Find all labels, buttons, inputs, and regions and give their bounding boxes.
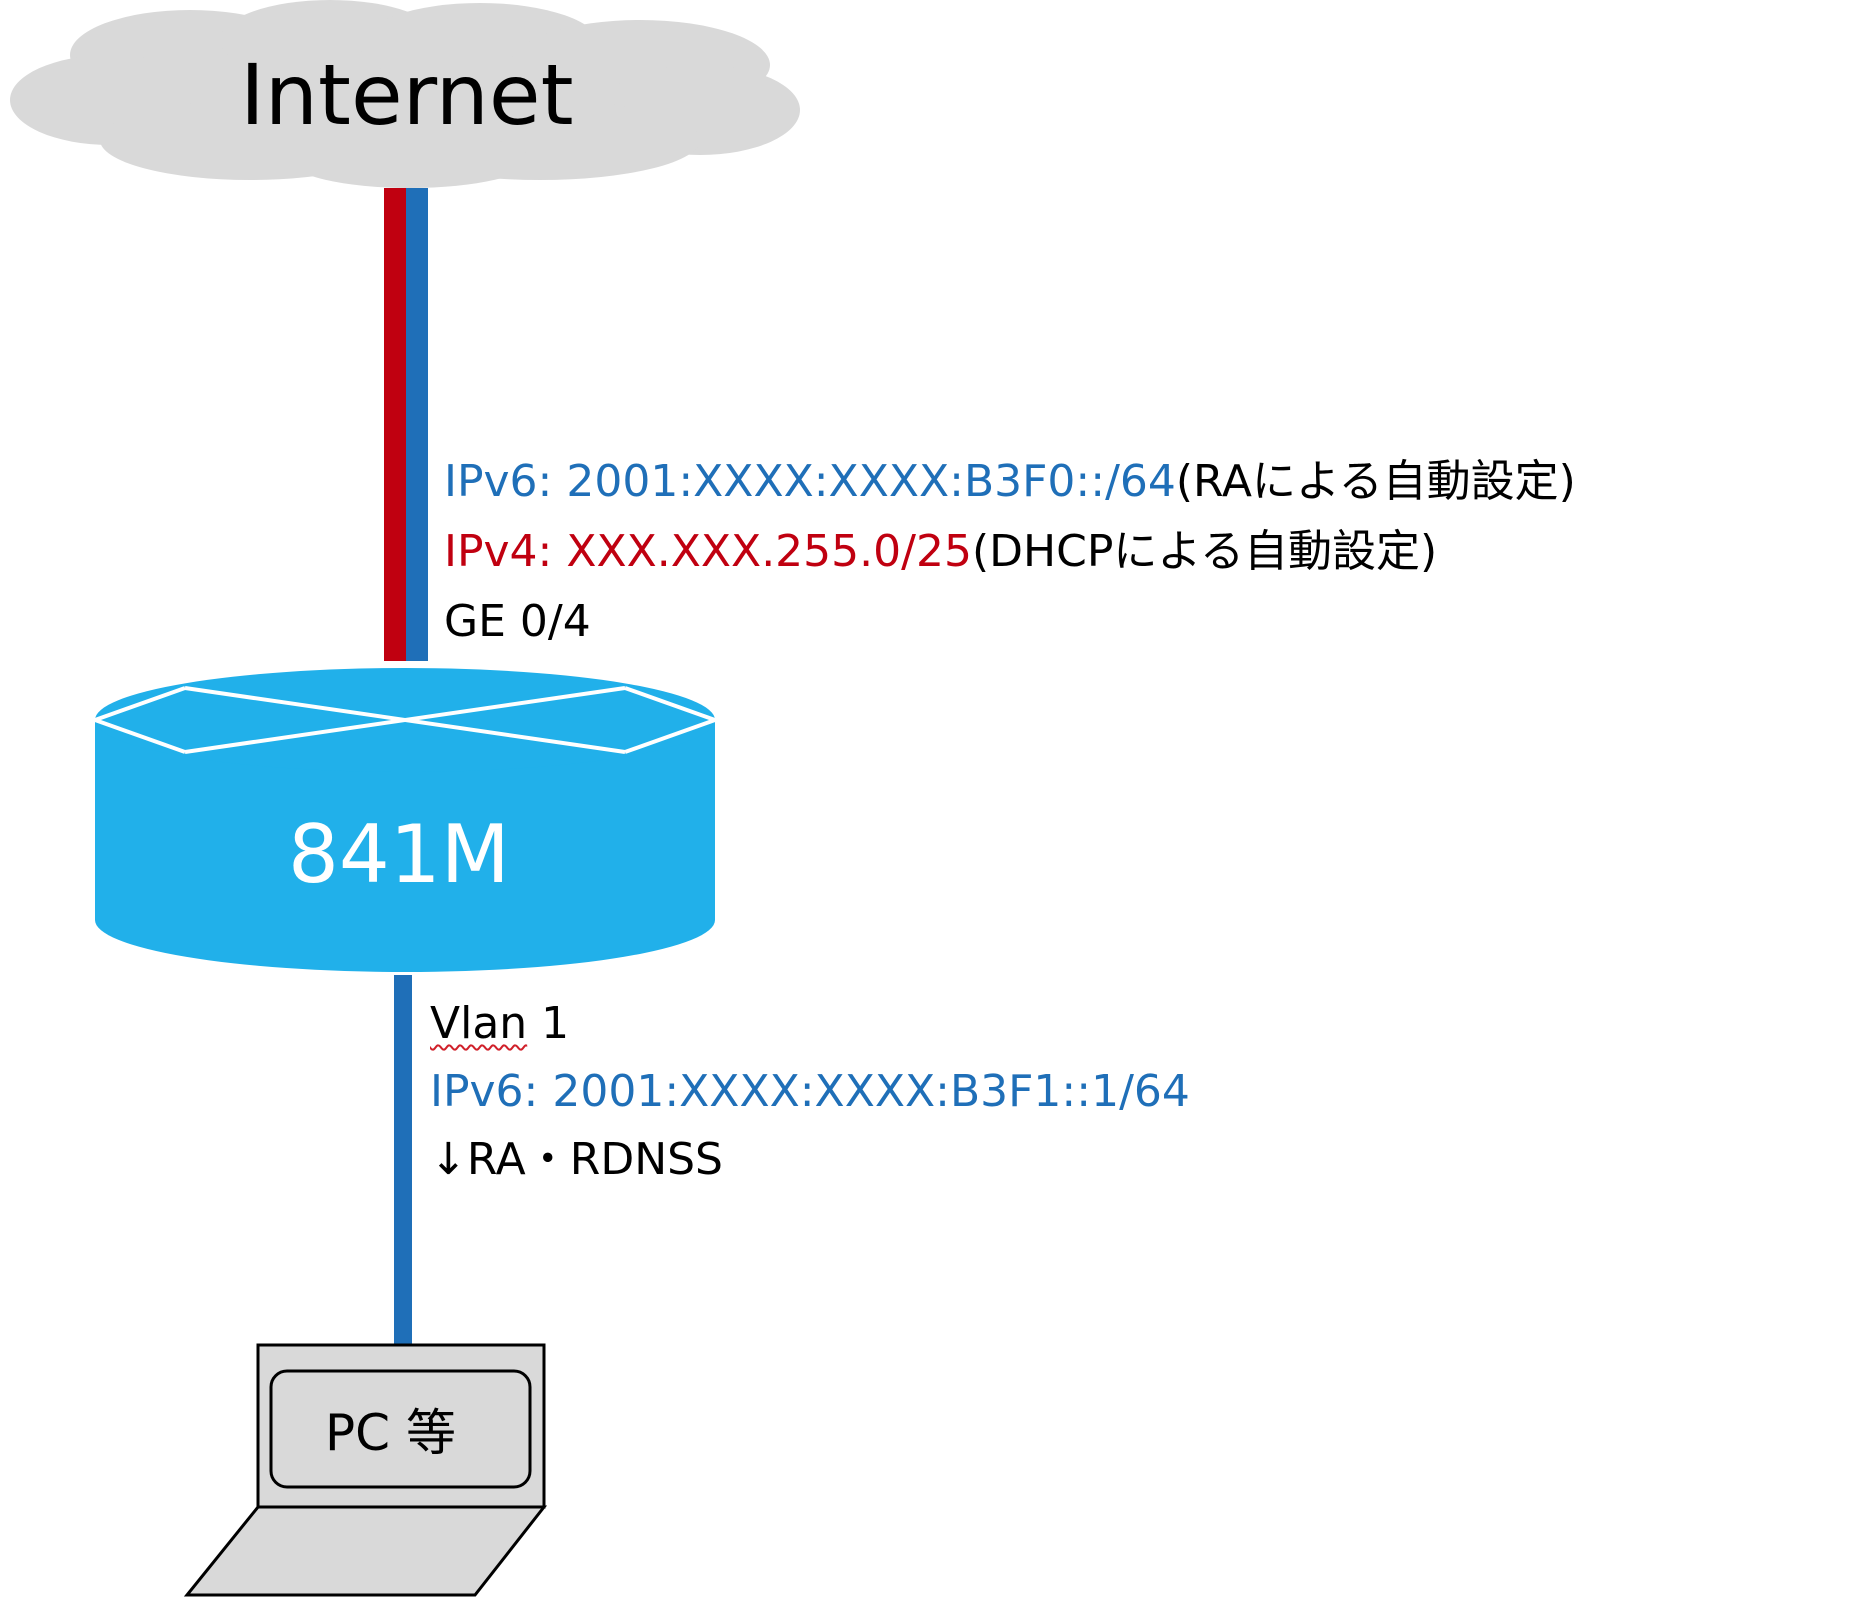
lan-interface-number: 1 bbox=[527, 998, 570, 1049]
internet-label: Internet bbox=[240, 46, 574, 144]
wan-ipv4-address: IPv4: XXX.XXX.255.0/25(DHCPによる自動設定) bbox=[444, 530, 1437, 574]
ipv6-wan-link bbox=[406, 188, 428, 661]
router-icon bbox=[94, 668, 716, 972]
wan-ipv4-note: (DHCPによる自動設定) bbox=[971, 526, 1438, 577]
internet-cloud-icon bbox=[10, 0, 800, 188]
lan-interface-label: Vlan 1 bbox=[430, 1002, 569, 1046]
pc-label: PC 等 bbox=[325, 1404, 456, 1462]
lan-services-label: ↓RA・RDNSS bbox=[430, 1134, 723, 1185]
router-label: 841M bbox=[288, 808, 510, 901]
wan-ipv6-prefix: IPv6: 2001:XXXX:XXXX:B3F0::/64 bbox=[444, 456, 1176, 507]
ipv4-wan-link bbox=[384, 188, 406, 661]
wan-ipv4-prefix: IPv4: XXX.XXX.255.0/25 bbox=[444, 526, 972, 577]
laptop-icon bbox=[183, 1343, 548, 1597]
wan-ipv6-address: IPv6: 2001:XXXX:XXXX:B3F0::/64(RAによる自動設定… bbox=[444, 460, 1576, 504]
wan-ipv6-note: (RAによる自動設定) bbox=[1175, 456, 1576, 507]
lan-ipv6-address: IPv6: 2001:XXXX:XXXX:B3F1::1/64 bbox=[430, 1066, 1190, 1117]
ipv6-lan-link bbox=[394, 975, 412, 1345]
lan-interface-word: Vlan bbox=[430, 998, 528, 1049]
wan-interface-label: GE 0/4 bbox=[444, 596, 591, 647]
